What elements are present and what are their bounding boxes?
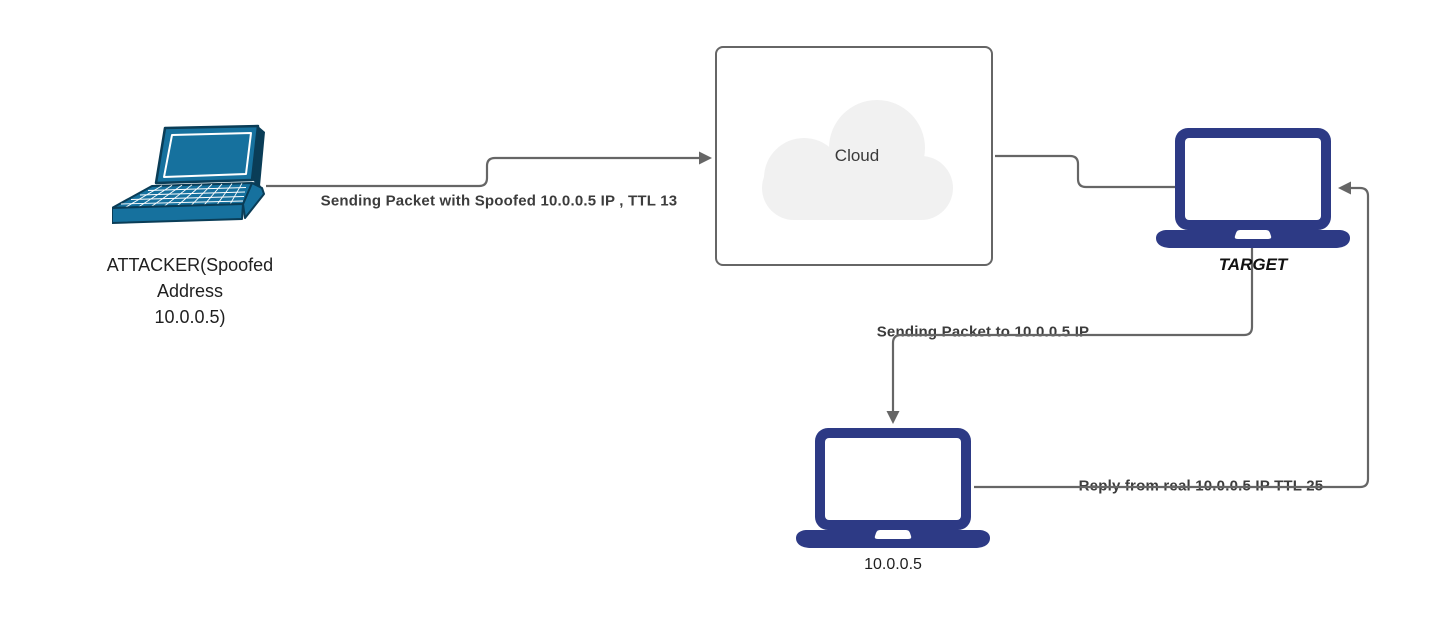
cloud-icon xyxy=(762,100,953,220)
edge-cloud-to-target xyxy=(995,154,1178,189)
target-node-label: TARGET xyxy=(1218,255,1288,274)
edge-label-spoofed-packet: Sending Packet with Spoofed 10.0.0.5 IP … xyxy=(320,192,678,210)
real-host-laptop-icon xyxy=(796,428,990,548)
arrowhead-into-cloud xyxy=(699,151,712,165)
cloud-node-label: Cloud xyxy=(834,146,880,165)
cloud-box: Cloud xyxy=(715,46,993,266)
target-laptop-icon xyxy=(1156,128,1350,248)
edge-label-sending-packet: Sending Packet to 10.0.0.5 IP xyxy=(876,323,1090,341)
arrowhead-into-real-host xyxy=(886,411,900,424)
attacker-laptop-icon xyxy=(112,124,265,224)
real-host-node-label: 10.0.0.5 xyxy=(864,556,922,573)
attacker-node-label: ATTACKER(Spoofed Address 10.0.0.5) xyxy=(106,255,274,327)
edge-attacker-to-cloud xyxy=(266,156,699,188)
edge-label-reply-packet: Reply from real 10.0.0.5 IP TTL 25 xyxy=(1078,477,1324,495)
